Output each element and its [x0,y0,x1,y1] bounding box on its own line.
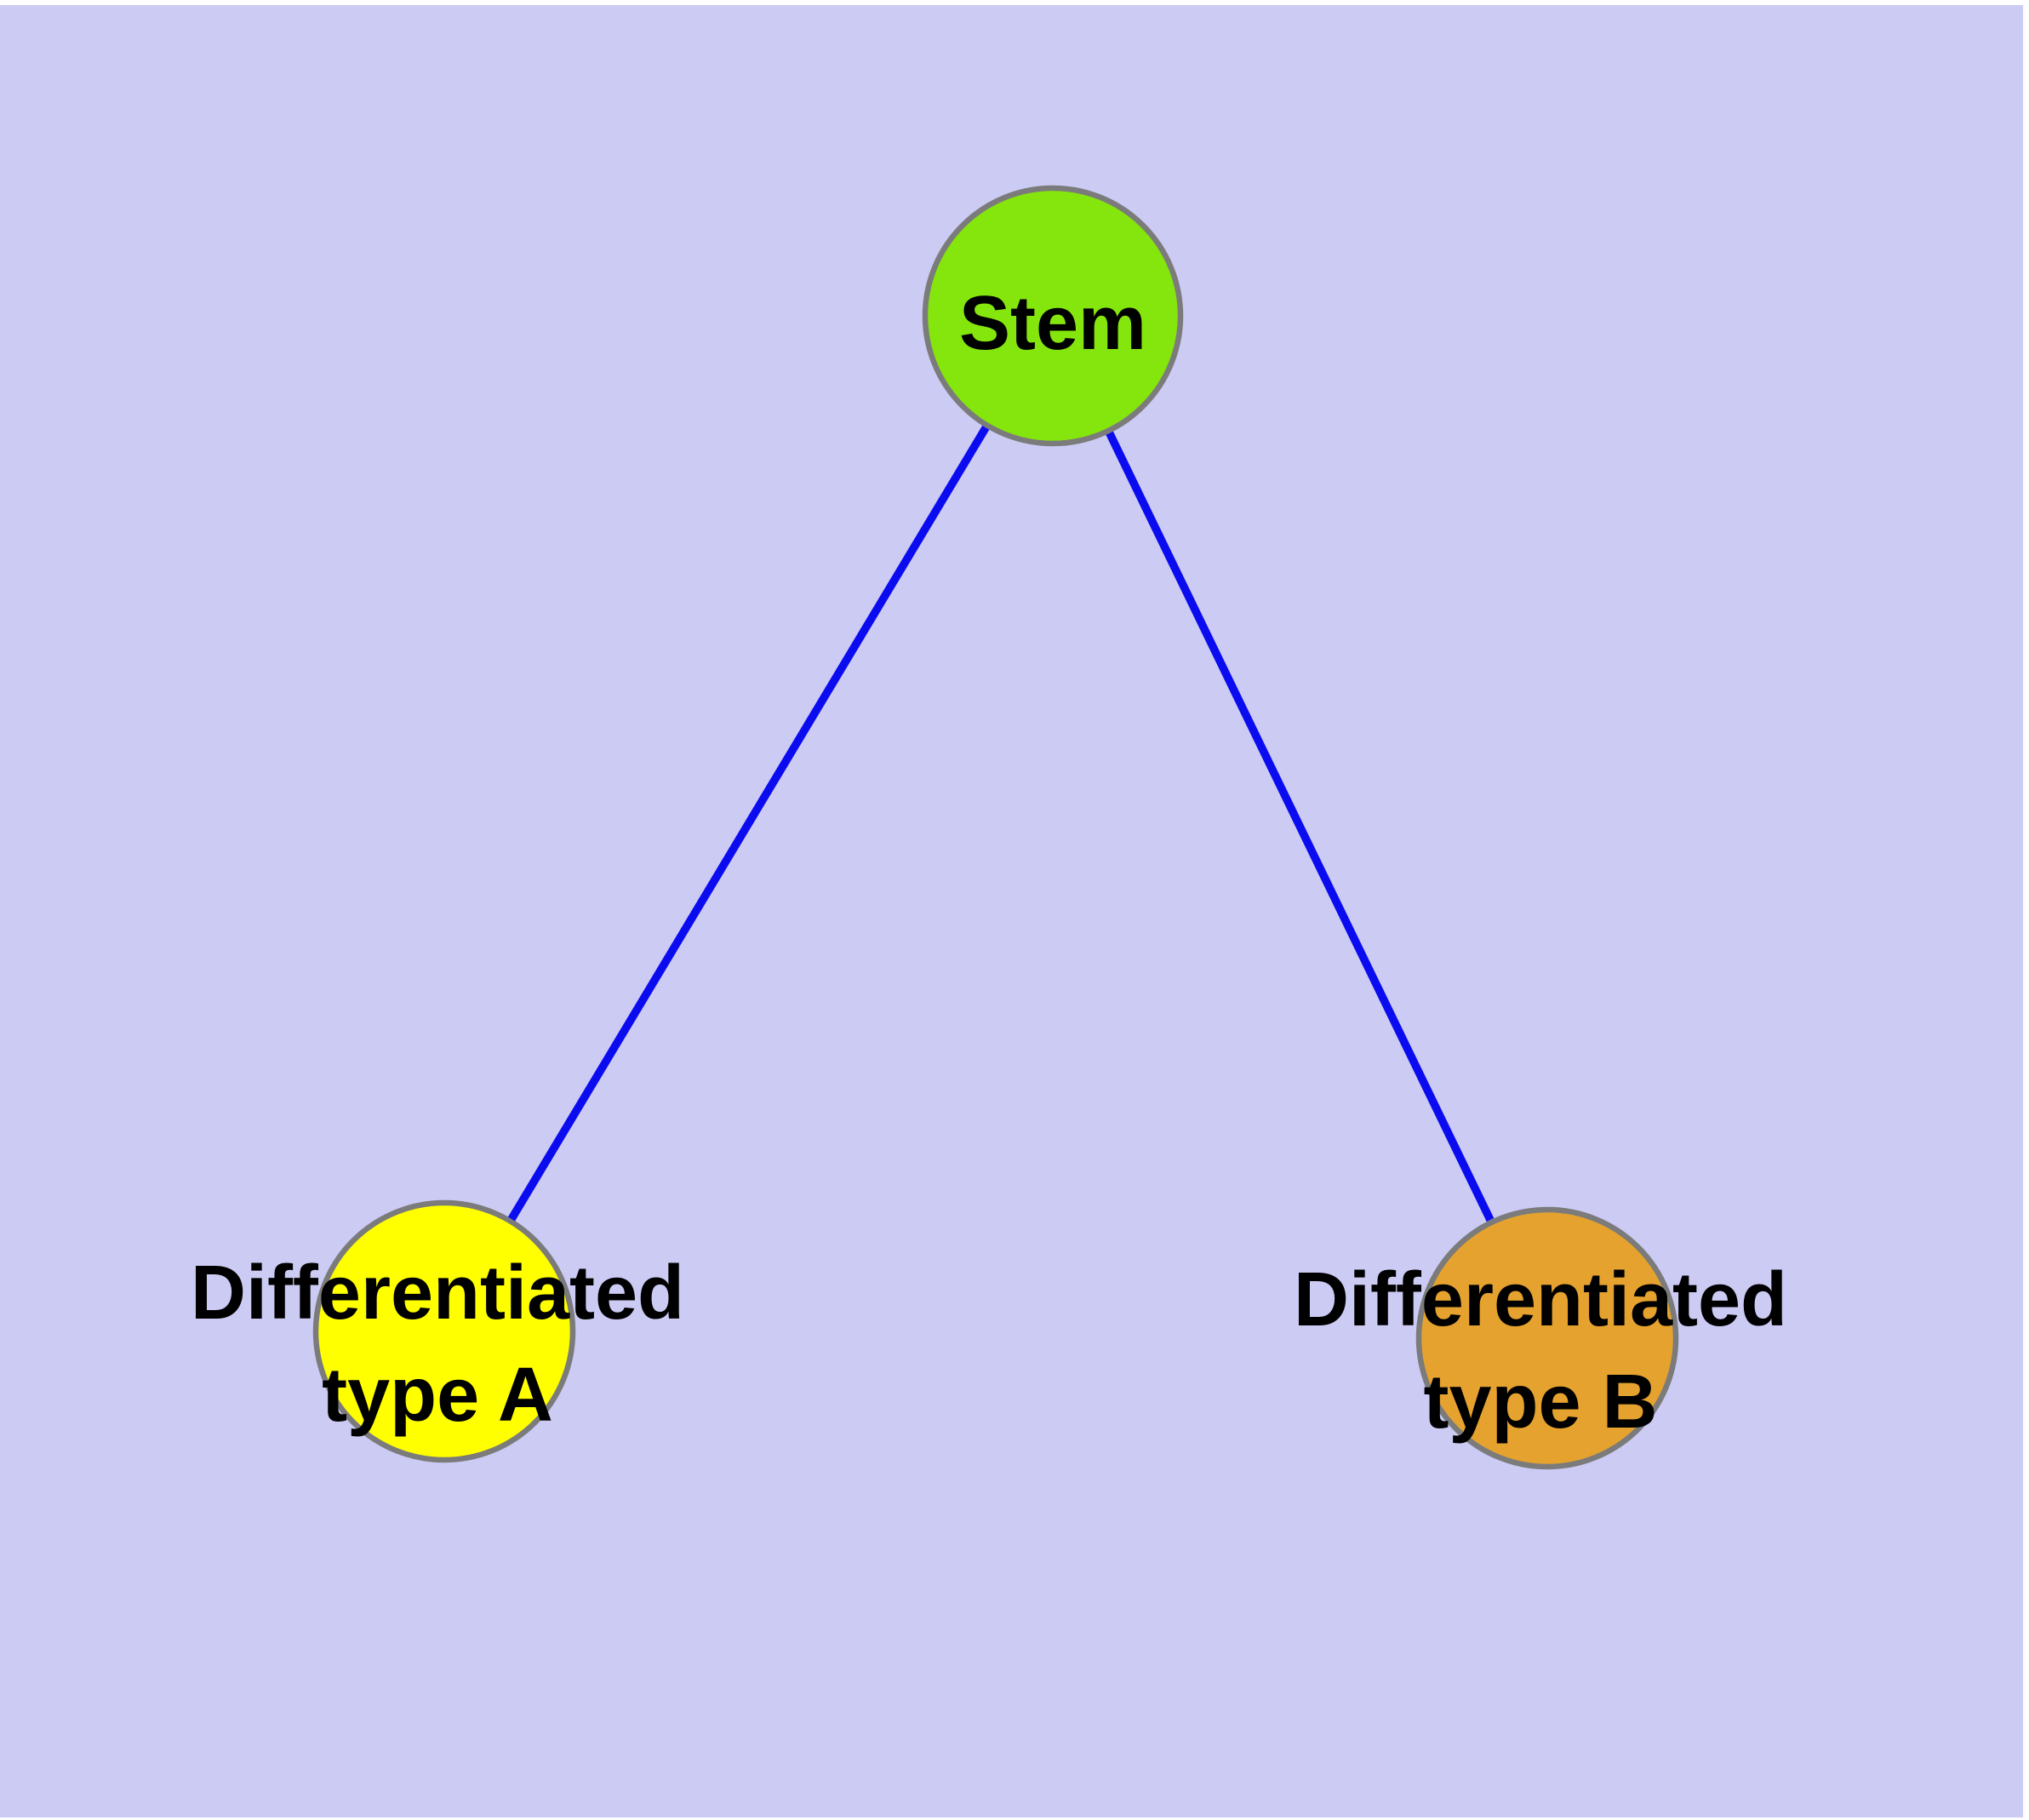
node-differentiated-type-b [1415,1206,1679,1470]
node-type-a-label-line2: type A [322,1353,553,1438]
node-type-b-label-line1: Differentiated [1294,1257,1787,1342]
node-type-a-label-line1: Differentiated [191,1251,684,1336]
node-differentiated-type-a [312,1199,576,1463]
edge-stem-to-type-b [1049,313,1495,1222]
node-stem-label: Stem [959,281,1146,366]
node-type-b-label-line2: type B [1423,1359,1657,1445]
edge-stem-to-type-a [507,313,1057,1222]
node-stem [922,185,1184,447]
